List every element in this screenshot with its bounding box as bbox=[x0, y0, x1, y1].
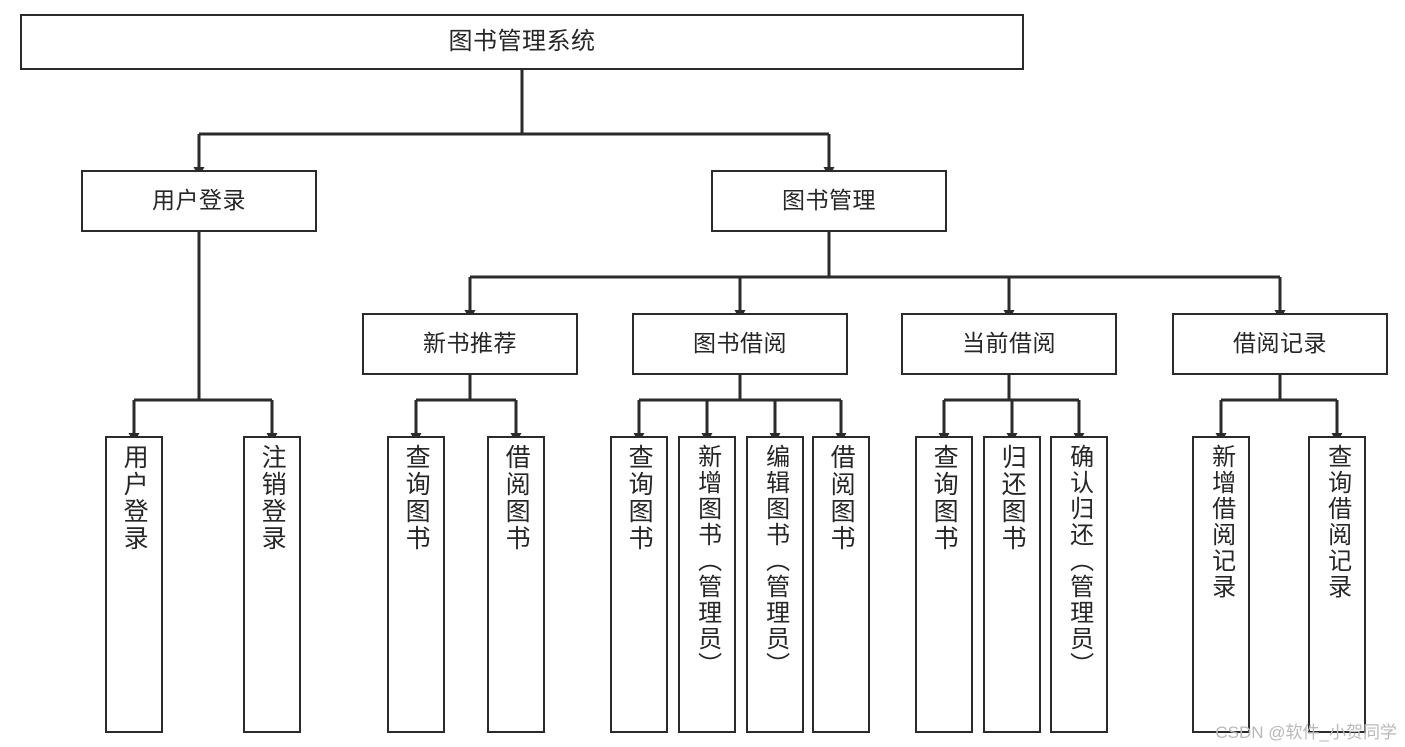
node-leaf9[interactable]: 查询图书 bbox=[915, 436, 973, 733]
node-leaf10[interactable]: 归还图书 bbox=[983, 436, 1041, 733]
node-label: 查询图书 bbox=[930, 444, 959, 552]
node-leaf11[interactable]: 确认归还（管理员） bbox=[1050, 436, 1108, 733]
node-label: 查询图书 bbox=[625, 444, 654, 552]
node-label: 注销登录 bbox=[258, 444, 287, 552]
connector-bus bbox=[416, 375, 516, 402]
node-label: 借阅图书 bbox=[827, 444, 856, 552]
connector-bus bbox=[134, 232, 272, 402]
node-leaf2[interactable]: 注销登录 bbox=[243, 436, 301, 733]
node-current[interactable]: 当前借阅 bbox=[901, 313, 1117, 375]
node-leaf13[interactable]: 查询借阅记录 bbox=[1308, 436, 1366, 733]
connector-bus bbox=[470, 232, 1280, 279]
node-bookmgmt[interactable]: 图书管理 bbox=[711, 170, 947, 232]
node-leaf3[interactable]: 查询图书 bbox=[387, 436, 445, 733]
node-label: 新增借阅记录 bbox=[1207, 444, 1235, 600]
node-label: 借阅图书 bbox=[502, 444, 531, 552]
node-label: 图书借阅 bbox=[693, 330, 787, 357]
node-label: 归还图书 bbox=[998, 444, 1027, 552]
connector-bus bbox=[199, 70, 829, 136]
node-label: 用户登录 bbox=[152, 187, 246, 214]
node-label: 查询借阅记录 bbox=[1323, 444, 1351, 600]
node-label: 确认归还（管理员） bbox=[1065, 444, 1093, 678]
node-label: 新书推荐 bbox=[423, 330, 517, 357]
node-leaf4[interactable]: 借阅图书 bbox=[487, 436, 545, 733]
node-label: 图书管理 bbox=[782, 187, 876, 214]
node-leaf7[interactable]: 编辑图书（管理员） bbox=[746, 436, 804, 733]
node-root[interactable]: 图书管理系统 bbox=[20, 14, 1024, 70]
connector-bus bbox=[1221, 375, 1337, 402]
node-newbook[interactable]: 新书推荐 bbox=[362, 313, 578, 375]
connector-bus bbox=[639, 375, 841, 402]
node-leaf5[interactable]: 查询图书 bbox=[610, 436, 668, 733]
node-label: 借阅记录 bbox=[1233, 330, 1327, 357]
node-leaf8[interactable]: 借阅图书 bbox=[812, 436, 870, 733]
node-label: 图书管理系统 bbox=[448, 27, 596, 55]
node-records[interactable]: 借阅记录 bbox=[1172, 313, 1388, 375]
node-label: 当前借阅 bbox=[962, 330, 1056, 357]
node-label: 编辑图书（管理员） bbox=[761, 444, 789, 678]
connector-bus bbox=[944, 375, 1079, 402]
csdn-watermark: CSDN @软件_小贺同学 bbox=[1215, 723, 1397, 742]
node-label: 新增图书（管理员） bbox=[693, 444, 721, 678]
node-label: 查询图书 bbox=[402, 444, 431, 552]
node-login[interactable]: 用户登录 bbox=[81, 170, 317, 232]
node-leaf1[interactable]: 用户登录 bbox=[105, 436, 163, 733]
node-borrow[interactable]: 图书借阅 bbox=[632, 313, 848, 375]
node-leaf6[interactable]: 新增图书（管理员） bbox=[678, 436, 736, 733]
node-leaf12[interactable]: 新增借阅记录 bbox=[1192, 436, 1250, 733]
node-label: 用户登录 bbox=[120, 444, 149, 552]
